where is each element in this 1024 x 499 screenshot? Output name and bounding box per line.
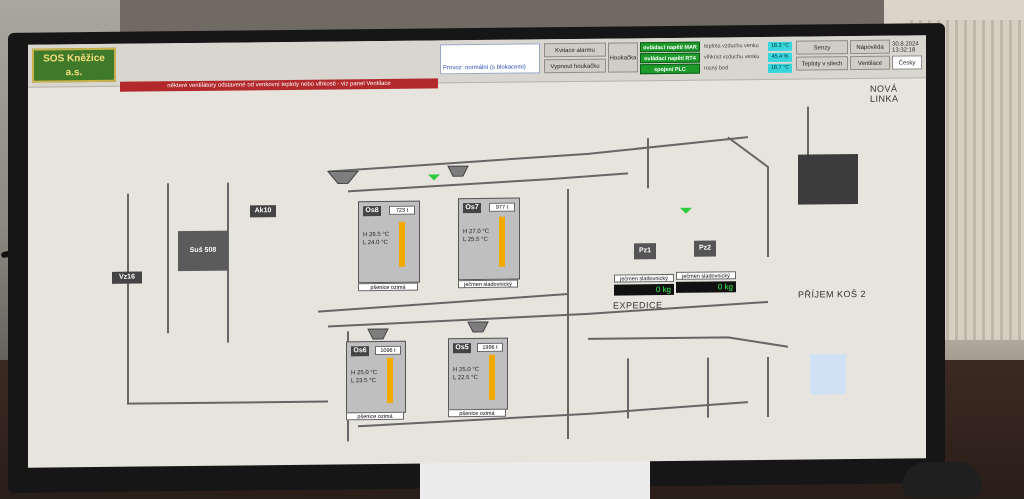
silo-os8[interactable]: Os8 723 t H 26.5 °C L 24.0 °C (358, 200, 420, 284)
silo-temp-low: L 24.0 °C (363, 239, 388, 247)
silo-name: Os8 (363, 206, 381, 217)
pz1-weight: 0 kg (614, 283, 674, 296)
mouse (902, 462, 982, 498)
silo-name: Os7 (463, 202, 481, 214)
receiving-panel[interactable] (810, 354, 846, 395)
vz16-label: Vz16 (112, 271, 142, 284)
pz2-product: ječmen sladovnický (676, 271, 736, 280)
silo-temp-high: H 26.5 °C (363, 231, 390, 239)
silo-weight: 1996 t (477, 342, 503, 352)
pz2-bin[interactable]: Pz2 (694, 240, 716, 257)
hmi-screen: SOS Kněžice a.s. Provoz: normální (s blo… (28, 35, 926, 468)
cleaner-panel[interactable] (798, 154, 858, 205)
dryer: Suš 508 (178, 230, 228, 272)
silo-product-tag: ječmen sladovnický (458, 279, 518, 289)
silo-product-tag: pšenice ozimá (346, 411, 404, 421)
silo-temp-low: L 23.5 °C (351, 378, 376, 385)
silo-weight: 723 t (389, 205, 415, 215)
pz2-weight: 0 kg (676, 281, 736, 293)
silo-level-bar (489, 354, 495, 400)
silo-temp-high: H 27.0 °C (463, 228, 490, 236)
silo-level-bar (399, 221, 405, 267)
pz1-bin[interactable]: Pz1 (634, 243, 656, 260)
silo-name: Os6 (351, 346, 369, 357)
silo-temp-high: H 25.0 °C (351, 370, 378, 377)
pz1-product: ječmen sladovnický (614, 273, 674, 283)
silo-level-bar (499, 216, 505, 267)
ak10-label: Ak10 (250, 205, 276, 218)
silo-weight: 1096 t (375, 345, 401, 356)
silo-temp-high: H 25.0 °C (453, 366, 480, 374)
silo-product-tag: pšenice ozimá (448, 408, 506, 418)
silo-level-bar (387, 357, 393, 403)
silo-os7[interactable]: Os7 977 t H 27.0 °C L 25.5 °C (458, 197, 520, 281)
silo-os5[interactable]: Os5 1996 t H 25.0 °C L 22.5 °C (448, 337, 508, 411)
silo-weight: 977 t (489, 202, 515, 212)
silo-os6[interactable]: Os6 1096 t H 25.0 °C L 23.5 °C (346, 340, 406, 414)
silo-temp-low: L 25.5 °C (463, 236, 488, 244)
silo-name: Os5 (453, 343, 471, 354)
silo-product-tag: pšenice ozimá (358, 282, 418, 292)
silo-temp-low: L 22.5 °C (453, 374, 478, 382)
